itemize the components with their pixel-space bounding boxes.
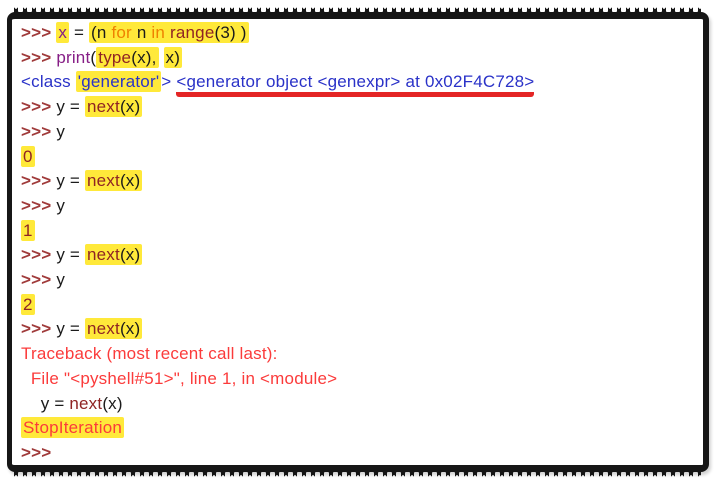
code-segment: Traceback (most recent call last): — [21, 344, 278, 364]
console-line: >>> y = next(x) — [21, 169, 695, 194]
console-line: >>> print(type(x), x) — [21, 46, 695, 71]
code-segment: y = — [21, 393, 70, 413]
yellow-highlight: next(x) — [85, 244, 143, 266]
python-shell-console[interactable]: >>> x = (n for n in range(3) )>>> print(… — [12, 19, 703, 465]
yellow-highlight: next(x) — [85, 96, 143, 118]
code-segment: next — [69, 393, 103, 413]
code-segment: (x) — [119, 171, 141, 191]
code-segment: in — [151, 23, 166, 42]
code-segment: >>> — [21, 47, 57, 67]
yellow-highlight: 'generator' — [75, 71, 162, 93]
yellow-highlight: next(x) — [85, 170, 143, 192]
code-segment: y = — [56, 171, 85, 191]
code-segment: y = — [56, 97, 85, 117]
console-line: >>> x = (n for n in range(3) ) — [21, 21, 695, 46]
code-segment: >>> — [21, 319, 57, 339]
console-line: 2 — [21, 293, 695, 318]
code-segment: >>> — [21, 121, 57, 141]
code-segment: >>> — [21, 97, 57, 117]
console-line: File "<pyshell#51>", line 1, in <module> — [21, 367, 695, 392]
code-segment: (x) — [119, 245, 141, 265]
code-segment: >>> — [21, 195, 57, 215]
code-segment: 1 — [23, 220, 33, 240]
code-segment: File "<pyshell#51>", line 1, in <module> — [21, 368, 338, 388]
code-segment: (x), — [131, 47, 157, 67]
code-segment: y — [56, 270, 66, 290]
code-segment: x) — [165, 47, 181, 67]
code-segment: ( — [90, 47, 97, 67]
console-line: Traceback (most recent call last): — [21, 342, 695, 367]
yellow-highlight: x) — [163, 46, 183, 68]
console-line: y = next(x) — [21, 392, 695, 417]
code-segment: 'generator' — [77, 72, 160, 92]
code-segment: (x) — [102, 393, 123, 413]
code-segment: y — [56, 121, 66, 141]
generator-object-underlined-text: <generator object <genexpr> at 0x02F4C72… — [176, 72, 535, 98]
code-segment: range — [170, 23, 215, 42]
yellow-highlight: StopIteration — [21, 417, 124, 439]
console-line: >>> — [21, 441, 695, 465]
code-segment: next — [87, 171, 120, 191]
code-segment: 0 — [23, 146, 33, 166]
yellow-highlight: x — [56, 22, 70, 43]
console-line: 1 — [21, 219, 695, 244]
code-segment: y — [56, 195, 66, 215]
code-segment: (3) ) — [214, 23, 247, 42]
yellow-highlight: 1 — [21, 219, 35, 241]
code-segment: = — [69, 23, 89, 42]
code-segment: next — [87, 245, 120, 265]
yellow-highlight: type(x), — [96, 46, 159, 68]
console-line: 0 — [21, 145, 695, 170]
code-segment: next — [87, 97, 120, 117]
code-segment: (x) — [119, 319, 141, 339]
console-line: StopIteration — [21, 416, 695, 441]
code-segment: 2 — [23, 294, 33, 314]
code-segment: (x) — [119, 97, 141, 117]
sketch-frame: >>> x = (n for n in range(3) )>>> print(… — [7, 7, 709, 477]
code-segment: next — [87, 319, 120, 339]
code-segment: >>> — [21, 270, 57, 290]
code-segment: n — [131, 23, 152, 42]
console-line: <class 'generator'> <generator object <g… — [21, 70, 695, 98]
code-segment: x — [58, 23, 68, 42]
yellow-highlight: (n for n in range(3) ) — [89, 22, 249, 43]
code-segment: y = — [56, 245, 85, 265]
frame-zigzag-top-decoration — [14, 7, 701, 13]
code-segment: <class — [21, 72, 76, 92]
code-segment: >>> — [21, 442, 52, 462]
code-segment: >>> — [21, 245, 57, 265]
frame-zigzag-bottom-decoration — [14, 471, 701, 477]
yellow-highlight: 0 — [21, 145, 35, 167]
code-segment: StopIteration — [23, 418, 122, 438]
code-segment: type — [98, 47, 132, 67]
code-segment — [159, 48, 164, 67]
code-segment: y = — [56, 319, 85, 339]
console-line: >>> y = next(x) — [21, 95, 695, 120]
console-line: >>> y — [21, 120, 695, 145]
code-segment: (n — [91, 23, 112, 42]
code-segment: > — [161, 72, 177, 92]
code-segment: print — [56, 47, 91, 67]
console-line: >>> y — [21, 268, 695, 293]
console-line: >>> y = next(x) — [21, 243, 695, 268]
yellow-highlight: next(x) — [85, 318, 143, 340]
console-line: >>> y — [21, 194, 695, 219]
code-segment: for — [111, 23, 132, 42]
console-line: >>> y = next(x) — [21, 317, 695, 342]
code-segment: >>> — [21, 171, 57, 191]
code-segment: >>> — [21, 23, 57, 42]
yellow-highlight: 2 — [21, 293, 35, 315]
